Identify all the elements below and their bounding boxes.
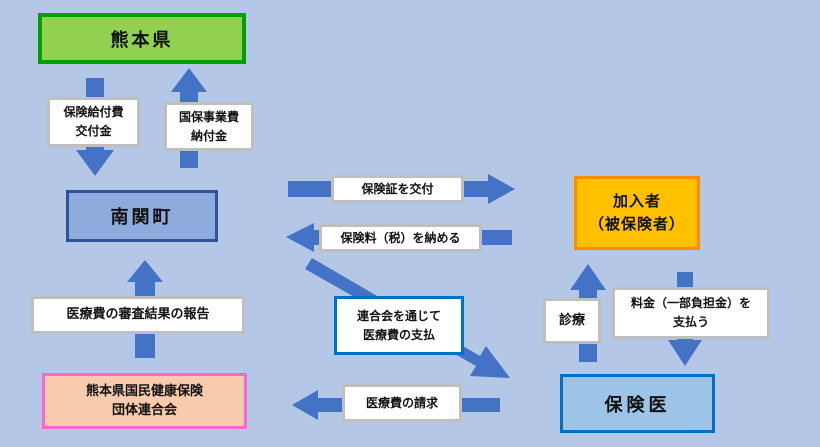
nankan-town-label: 南関町 bbox=[110, 207, 174, 228]
payment-via-federation-label: 連合会を通じて 医療費の支払 bbox=[334, 296, 464, 355]
treatment-label: 診療 bbox=[543, 298, 601, 344]
kumamoto-pref-box: 熊本県 bbox=[38, 13, 246, 64]
project-payment-label: 国保事業費 納付金 bbox=[164, 102, 254, 151]
doctor-label: 保険医 bbox=[604, 394, 671, 416]
doctor-box: 保険医 bbox=[560, 374, 715, 433]
kumamoto-pref-label: 熊本県 bbox=[110, 29, 174, 51]
insured-box: 加入者 （被保険者） bbox=[574, 176, 700, 250]
copay-label: 料金（一部負担金）を 支払う bbox=[612, 287, 770, 339]
issue-card-label: 保険証を交付 bbox=[331, 175, 464, 203]
pay-premium-label: 保険料（税）を納める bbox=[319, 224, 482, 252]
review-report-label: 医療費の審査結果の報告 bbox=[31, 296, 245, 334]
benefit-grant-label: 保険給付費 交付金 bbox=[47, 97, 140, 147]
federation-box: 熊本県国民健康保険 団体連合会 bbox=[42, 373, 247, 429]
nankan-town-box: 南関町 bbox=[66, 190, 218, 242]
claim-label: 医療費の請求 bbox=[342, 384, 462, 422]
insured-label: 加入者 （被保険者） bbox=[588, 191, 685, 233]
federation-label: 熊本県国民健康保険 団体連合会 bbox=[85, 383, 203, 419]
